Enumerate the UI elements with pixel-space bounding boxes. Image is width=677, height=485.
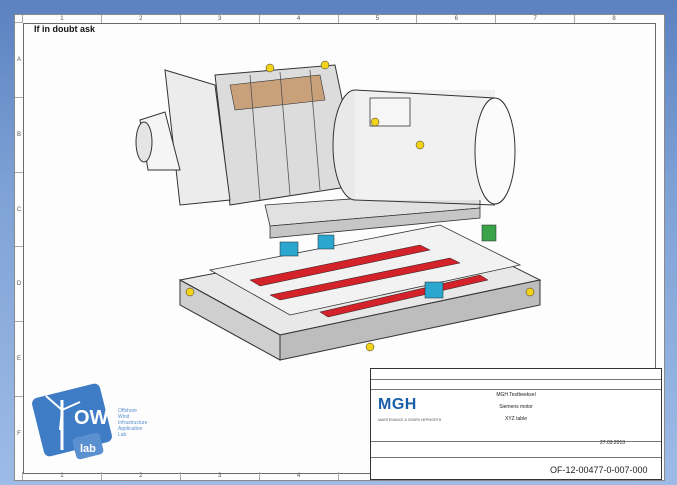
assembly-name: XYZ table <box>505 416 527 422</box>
row-label: A <box>15 22 23 97</box>
row-label: D <box>15 246 23 321</box>
drawing-frame <box>23 23 656 474</box>
drawing-number: OF-12-00477-0-007-000 <box>550 465 648 475</box>
owi-name: OWI <box>74 407 114 429</box>
drawing-date: 27.03.2013 <box>600 440 626 446</box>
title-block-divider <box>371 389 661 390</box>
row-label: E <box>15 321 23 396</box>
column-label: 5 <box>337 15 417 23</box>
title-block-divider <box>371 457 661 458</box>
company-tagline: MAINTENANCE & GEARS HEPWORTH <box>378 418 442 422</box>
doubt-notice: If in doubt ask <box>34 24 96 34</box>
row-ruler-left: A B C D E F <box>15 22 23 471</box>
column-label: 1 <box>22 15 101 23</box>
title-block <box>370 368 662 480</box>
column-label: 2 <box>100 15 180 23</box>
project-name: MGH Testbeeksel <box>496 392 536 398</box>
column-label: 3 <box>179 15 259 23</box>
row-label: B <box>15 96 23 172</box>
row-label: F <box>15 396 23 471</box>
owi-sub: lab <box>80 443 96 455</box>
column-label: 8 <box>574 15 653 23</box>
company-name: MGH <box>378 396 417 413</box>
tagline-line: Offshore <box>118 408 138 414</box>
tagline-line: Lab <box>118 432 127 438</box>
owi-lab-logo: OWI lab <box>32 383 114 460</box>
company-logo: MGH <box>378 396 417 414</box>
column-label: 2 <box>100 472 180 480</box>
column-label: 4 <box>258 15 338 23</box>
column-label: 7 <box>495 15 574 23</box>
tagline-line: Wind <box>118 414 130 420</box>
tagline-line: Application <box>118 426 143 432</box>
column-label: 4 <box>258 472 338 480</box>
motor-assembly-drawing <box>135 60 542 361</box>
title-block-divider <box>371 379 661 380</box>
tagline-line: Infrastructure <box>118 420 148 426</box>
owi-tagline: Offshore Wind Infrastructure Application… <box>118 408 148 438</box>
column-label: 1 <box>22 472 101 480</box>
column-label: 6 <box>416 15 495 23</box>
row-label: C <box>15 171 23 247</box>
column-ruler-top: 1 2 3 4 5 6 7 8 <box>22 15 653 23</box>
column-label: 3 <box>179 472 259 480</box>
title-block-divider <box>371 441 661 442</box>
part-name: Siemens motor <box>499 404 533 410</box>
